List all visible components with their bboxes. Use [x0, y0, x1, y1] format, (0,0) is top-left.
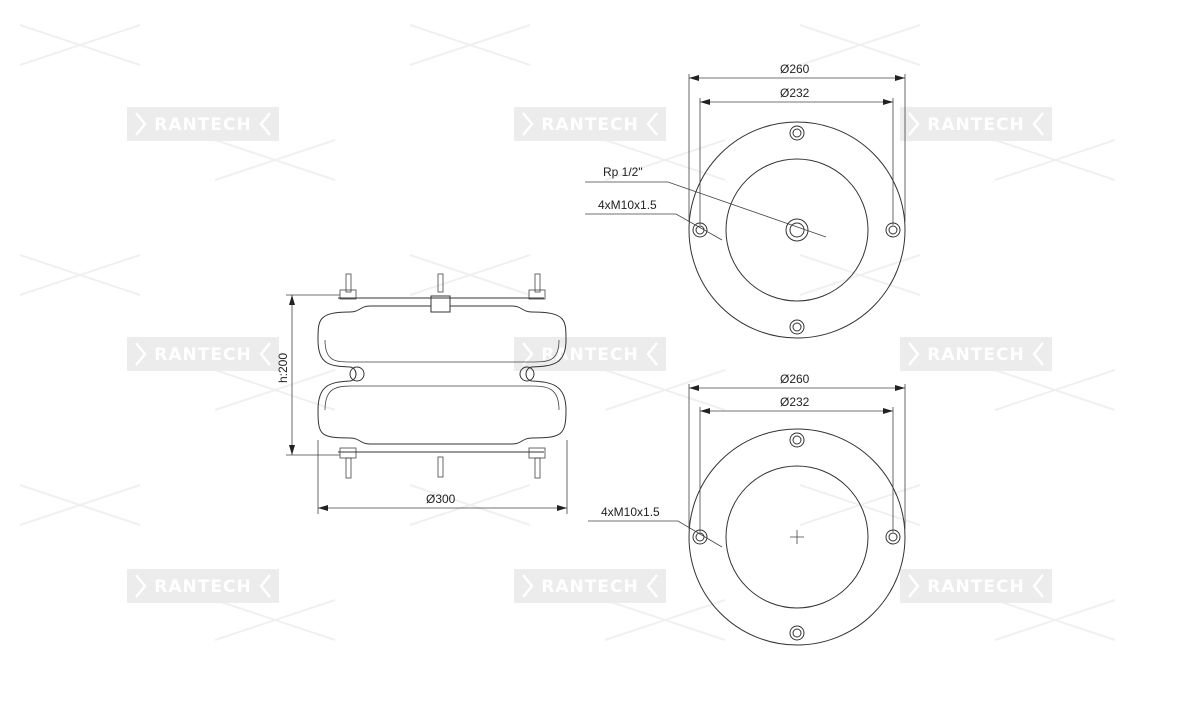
- inner-circle: [725, 465, 869, 609]
- top-view: Ø260 Ø232 Rp 1/2" 4xM10x1.5: [585, 62, 906, 339]
- inner-circle: [725, 158, 869, 302]
- svg-text:RANTECH: RANTECH: [541, 577, 638, 597]
- port-hole: [785, 218, 809, 242]
- outer-circle: [688, 121, 906, 339]
- svg-text:RANTECH: RANTECH: [927, 115, 1024, 135]
- watermark-logo: RANTECH: [514, 569, 666, 603]
- watermark-logo: RANTECH: [514, 337, 666, 371]
- watermark-logo: RANTECH: [900, 337, 1052, 371]
- watermarks: RANTECH RANTECH RANTECH RANTECH RANTECH RANTE…: [127, 107, 1052, 603]
- svg-text:RANTECH: RANTECH: [927, 345, 1024, 365]
- svg-text:RANTECH: RANTECH: [154, 577, 251, 597]
- side-view: h:200 Ø300: [276, 273, 568, 514]
- bolt-label: 4xM10x1.5: [601, 505, 660, 519]
- outer-circle: [688, 428, 906, 646]
- port-label: Rp 1/2": [603, 165, 643, 179]
- svg-text:RANTECH: RANTECH: [154, 115, 251, 135]
- bottom-plate: [338, 443, 544, 453]
- bolt-circle-label: Ø232: [780, 395, 810, 409]
- top-plate: [338, 297, 544, 307]
- watermark-logo: RANTECH: [127, 337, 279, 371]
- bolt-circle-label: Ø232: [780, 86, 810, 100]
- bottom-view: Ø260 Ø232 4xM10x1.5: [588, 372, 906, 646]
- background-pattern: [19, 24, 1116, 641]
- watermark-logo: RANTECH: [900, 569, 1052, 603]
- girdle-ring-right: [519, 366, 535, 382]
- bolt-holes: [692, 125, 901, 335]
- watermark-logo: RANTECH: [127, 107, 279, 141]
- watermark-logo: RANTECH: [514, 107, 666, 141]
- watermark-logo: RANTECH: [127, 569, 279, 603]
- bolt-label: 4xM10x1.5: [598, 198, 657, 212]
- outer-diameter-label: Ø260: [780, 372, 810, 386]
- diameter-label: Ø300: [426, 492, 456, 506]
- svg-text:RANTECH: RANTECH: [154, 345, 251, 365]
- svg-text:RANTECH: RANTECH: [541, 115, 638, 135]
- studs: [339, 273, 546, 479]
- girdle-ring-left: [349, 366, 365, 382]
- bolt-holes: [692, 432, 901, 641]
- outer-diameter-label: Ø260: [780, 62, 810, 76]
- center-cross: [790, 530, 804, 544]
- bellows-outline: [317, 305, 567, 445]
- height-label: h:200: [276, 353, 290, 383]
- watermark-logo: RANTECH: [900, 107, 1052, 141]
- svg-text:RANTECH: RANTECH: [927, 577, 1024, 597]
- port-block: [430, 295, 451, 313]
